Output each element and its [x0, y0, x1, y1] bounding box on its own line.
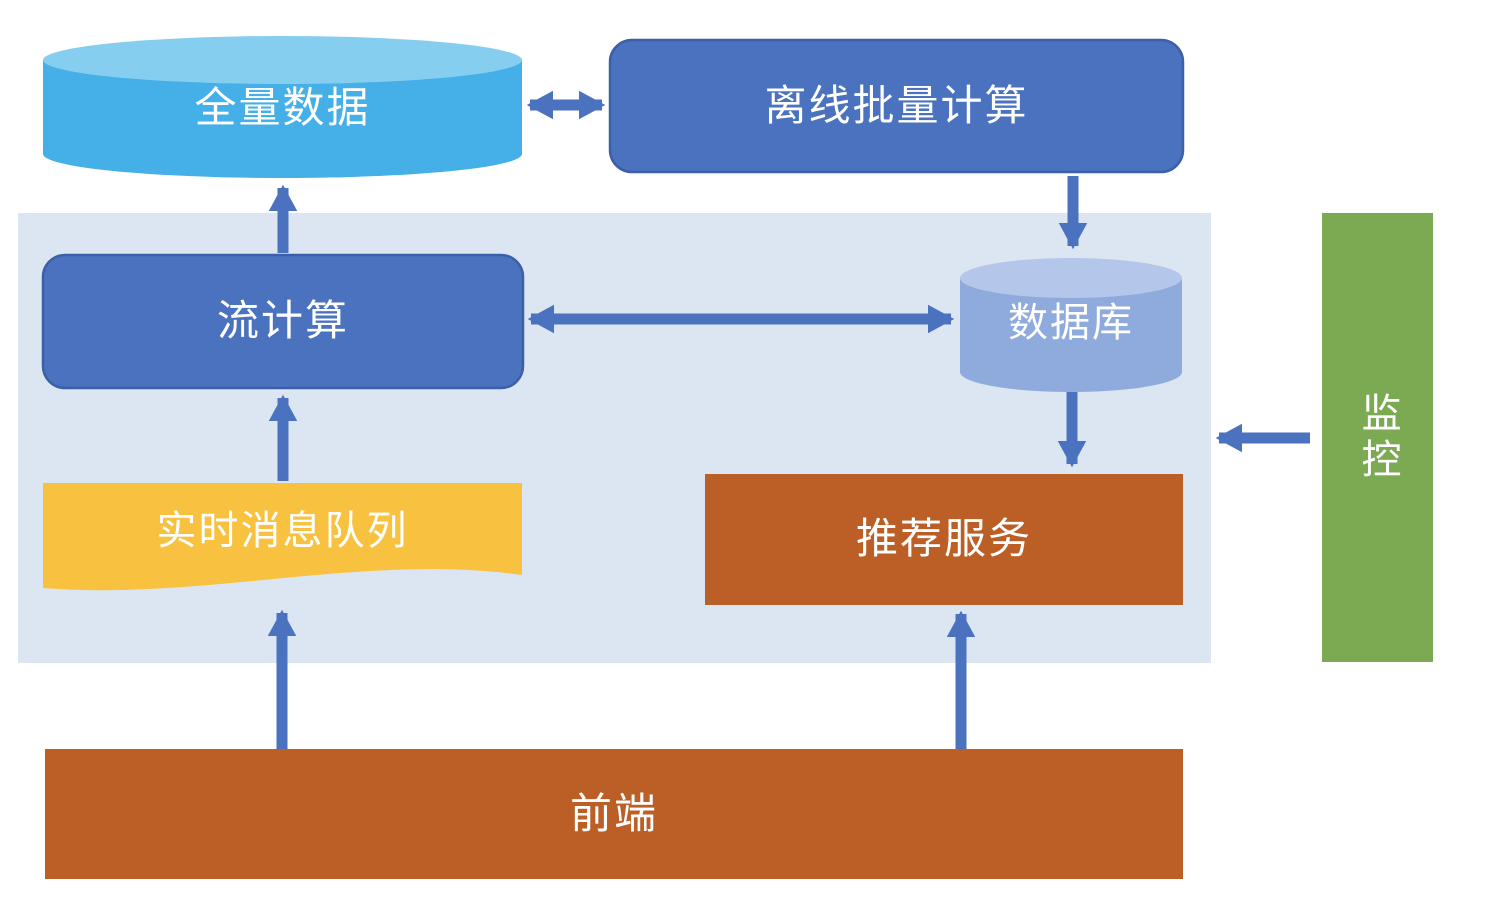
full-data-cylinder	[43, 36, 522, 178]
recommend-service-box	[705, 474, 1183, 605]
stream-compute-box	[41, 253, 525, 390]
database-cylinder	[960, 258, 1182, 392]
database-cylinder-top	[960, 258, 1182, 298]
frontend-box	[45, 749, 1183, 879]
realtime-queue-wave	[43, 483, 522, 591]
full-data-cylinder-top	[43, 36, 522, 84]
monitoring-bar	[1322, 213, 1433, 662]
offline-batch-box	[608, 38, 1185, 174]
